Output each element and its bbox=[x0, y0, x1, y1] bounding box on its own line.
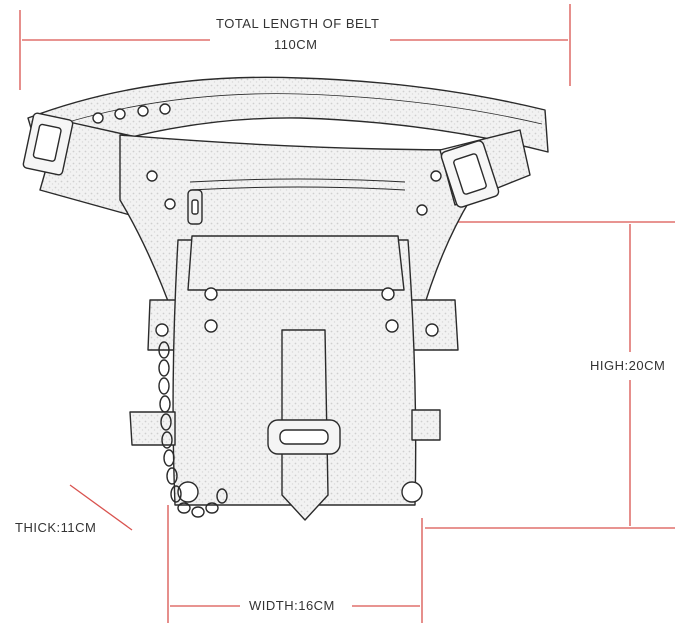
zipper-track bbox=[189, 178, 406, 183]
hanging-chain bbox=[158, 341, 228, 518]
belt-holes bbox=[92, 103, 171, 124]
bottom-left-ring bbox=[177, 481, 199, 503]
height-label: HIGH:20CM bbox=[587, 358, 669, 373]
belt-length-value: 110CM bbox=[271, 37, 321, 52]
top-flap-studs bbox=[146, 170, 442, 216]
thickness-line bbox=[69, 484, 133, 531]
dimension-lines bbox=[19, 4, 675, 623]
thickness-label: THICK:11CM bbox=[12, 520, 100, 535]
belt-length-title: TOTAL LENGTH OF BELT bbox=[213, 16, 383, 31]
belt-strap bbox=[27, 76, 549, 166]
bottom-right-ring bbox=[401, 481, 423, 503]
leg-strap-right bbox=[411, 409, 441, 441]
width-label: WIDTH:16CM bbox=[246, 598, 338, 613]
pocket-top-band bbox=[187, 235, 405, 291]
leg-strap-left bbox=[129, 411, 176, 446]
pocket-studs bbox=[204, 287, 399, 333]
